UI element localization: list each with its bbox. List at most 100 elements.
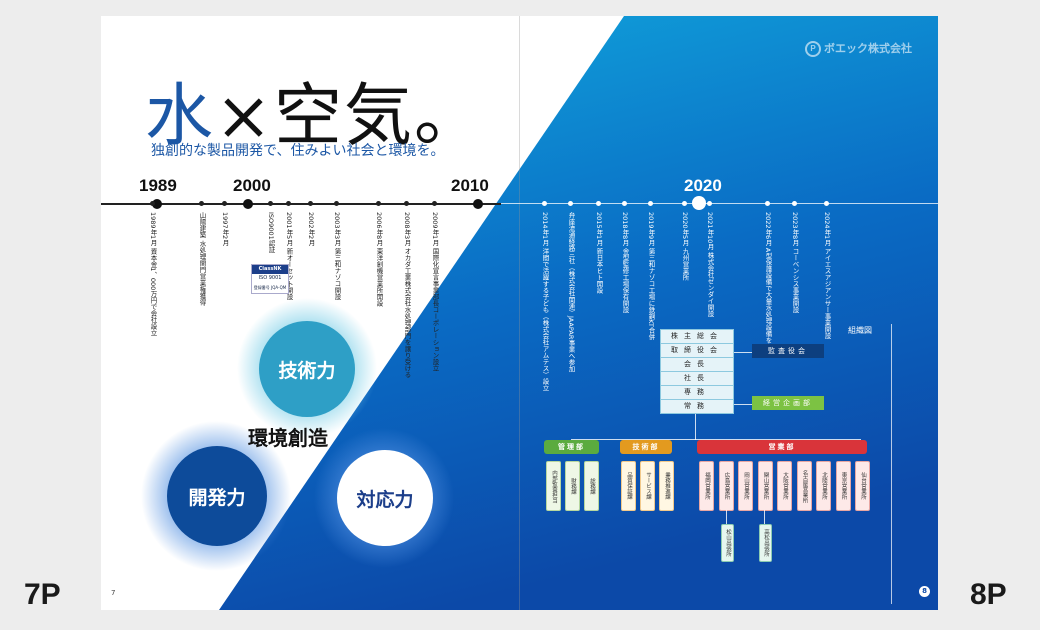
org-chain-box: 社長 [660, 371, 734, 386]
timeline-line-dark [101, 203, 501, 205]
org-line-branch [571, 439, 861, 440]
dept-eigyo: 営業部 [697, 440, 867, 454]
org-chart-title: 組織図 [848, 326, 872, 335]
milestone-dot-1989 [152, 199, 162, 209]
timeline-event-tick [707, 201, 712, 206]
org-sub-unit: 松山出張所 [721, 524, 734, 562]
logo-text: ボエック株式会社 [824, 43, 912, 55]
year-1989: 1989 [139, 176, 177, 195]
timeline-event: 2024年1月 アイエスアジアンサー事業開設 [823, 212, 831, 339]
timeline-event-tick [824, 201, 829, 206]
page-label-8p: 8P [970, 578, 1007, 611]
page-label-7p: 7P [24, 578, 61, 611]
circle-taiou: 対応力 [337, 450, 433, 546]
timeline-event: 2021年10月 株式会社ゼンダイ開設 [706, 212, 714, 317]
org-line-audit [733, 352, 752, 353]
timeline-event-tick [432, 201, 437, 206]
subtitle: 独創的な製品開発で、住みよい社会と環境を。 [151, 143, 445, 159]
timeline-event: 1989年1月 資本金1、000万円で会社設立 [149, 212, 157, 336]
timeline-event-tick [765, 201, 770, 206]
timeline-event: 2019年9月 第三和ナゾコ工場に鉄鋼KT合併 [647, 212, 655, 340]
timeline-event-tick [568, 201, 573, 206]
timeline-event-tick [622, 201, 627, 206]
org-unit: 大阪営業所 [777, 461, 792, 511]
cert-brand: ClassNK [252, 265, 288, 274]
org-unit: 品質保証課 [621, 461, 636, 511]
dept-kanri: 管理部 [544, 440, 599, 454]
org-chain-box: 専務 [660, 385, 734, 400]
org-sub-unit-connector [726, 510, 727, 524]
timeline-event-tick [222, 201, 227, 206]
dept-gijutsu: 技術部 [620, 440, 672, 454]
org-chain-box: 取締役会 [660, 343, 734, 358]
timeline-event-tick [150, 201, 155, 206]
org-chain-box: 株主総会 [660, 329, 734, 344]
timeline-event: 2022年6月 A型保護設備で大量水処理設備を完成 [764, 212, 772, 357]
headline-water: 水 [145, 77, 216, 156]
timeline-line-light [501, 203, 938, 204]
org-unit: 業務推進課 [659, 461, 674, 511]
circle-kaihatsu: 開発力 [167, 446, 267, 546]
timeline-event-tick [376, 201, 381, 206]
timeline-event: 2015年1月 新日本ヒト開設 [595, 212, 603, 294]
timeline-event: 2006年8月 東洋創機営業所開設 [375, 212, 383, 307]
milestone-dot-2010 [473, 199, 483, 209]
timeline-event-tick [596, 201, 601, 206]
milestone-dot-2000 [243, 199, 253, 209]
timeline-event: 2009年1月 国際化宣言事業部長コーポレーション設立 [431, 212, 439, 372]
page-number-left: 7 [111, 589, 116, 597]
timeline-event-tick [308, 201, 313, 206]
org-unit: 関山営業所 [757, 461, 773, 511]
org-unit: 北陸営業所 [816, 461, 831, 511]
year-2000: 2000 [233, 176, 271, 195]
org-sub-unit-connector [764, 510, 765, 524]
org-sub-unit: 高松出張所 [759, 524, 772, 562]
org-audit-box: 監査役会 [752, 344, 824, 358]
logo-mark-icon: P [805, 41, 821, 58]
timeline-event-tick [542, 201, 547, 206]
timeline-event: 2001年5月 新オーセッ卜開設 [285, 212, 293, 300]
timeline-event-tick [792, 201, 797, 206]
timeline-event: 2018年8月 金型監修工場保有開設 [621, 212, 629, 313]
org-unit: 広島営業所 [718, 461, 734, 511]
org-chain-box: 会長 [660, 357, 734, 372]
year-2010: 2010 [451, 176, 489, 195]
org-unit: 岡山営業所 [738, 461, 753, 511]
core-concept: 環境創造 [248, 426, 328, 450]
timeline-line [101, 203, 938, 205]
cert-note: 登録番号 JQA-QM [253, 285, 287, 290]
timeline-event: 2020年5月 九州営業所 [681, 212, 689, 281]
org-chain-box: 常務 [660, 399, 734, 414]
timeline-event: 2002年2月 [307, 212, 315, 246]
timeline-event: 2023年8月 コーベンシス事業開設 [791, 212, 799, 313]
org-unit: 名古屋営業所 [796, 461, 812, 511]
org-unit: 東京営業所 [835, 461, 851, 511]
org-unit: 財務課 [565, 461, 580, 511]
circle-gijutsu: 技術力 [259, 321, 355, 417]
org-line-planning [733, 404, 752, 405]
timeline-event-tick [199, 201, 204, 206]
timeline-event: 2014年1月 洋間で活躍する子ども（株式会社アムテス）設立 [541, 212, 549, 391]
org-line-trunk [695, 410, 696, 440]
timeline-event-tick [268, 201, 273, 206]
cert-label: ISO 9001 [258, 275, 282, 281]
timeline-event: 弁座流通経路三社（株式会社関連）JAAPAR事業へ参加 [567, 212, 575, 372]
milestone-dot-2020 [692, 196, 706, 210]
timeline-event: 2008年3月 オカダ工業株式会社水処理部門を譲り受ける [403, 212, 411, 378]
org-unit: 仙台営業所 [855, 461, 870, 511]
timeline-event: ISO9001認証 [267, 212, 275, 253]
org-planning-box: 経営企画部 [752, 396, 824, 410]
center-fold [519, 16, 520, 610]
timeline-event-tick [404, 201, 409, 206]
timeline-event-tick [682, 201, 687, 206]
timeline-event: 2003年3月 第三和ナゾコ開設 [333, 212, 341, 300]
timeline-event: 山陽建築 水処理関門営業権獲得 [198, 212, 206, 306]
headline: 水×空気。 [145, 60, 484, 159]
org-chart-frame [891, 324, 892, 604]
timeline-event: 1997年2月 [221, 212, 229, 246]
org-unit: 福岡営業所 [699, 461, 714, 511]
headline-air: ×空気。 [215, 77, 484, 156]
timeline-event-tick [648, 201, 653, 206]
